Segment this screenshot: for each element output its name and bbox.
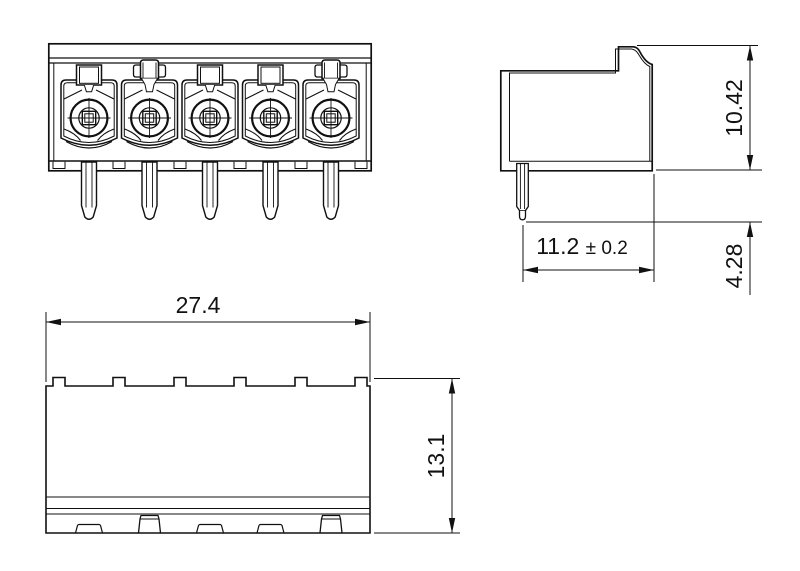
extension-lines	[45, 312, 371, 382]
dimension-pin-protrusion: 4.28	[526, 221, 762, 295]
arrowhead-left	[46, 318, 61, 326]
extension-lines	[522, 174, 655, 282]
bottom-inner-lines	[46, 496, 370, 515]
foot-small-1	[74, 523, 104, 534]
arrowhead-top	[448, 378, 456, 394]
wire-tab-4	[257, 64, 284, 93]
foot-small-2	[195, 523, 225, 534]
side-solder-pin	[516, 162, 529, 221]
wire-tab-2	[132, 59, 167, 93]
dimension-depth-label: 11.2 ± 0.2	[536, 233, 628, 259]
side-pin-inner-lines	[519, 163, 526, 209]
dimension-body-width: 27.4	[45, 292, 371, 382]
foot-tall-2	[319, 514, 343, 534]
dimension-body-height-label: 13.1	[423, 434, 449, 479]
bottom-view	[45, 376, 371, 534]
front-base-notches	[52, 161, 368, 169]
dimension-body-height: 13.1	[374, 378, 460, 534]
arrowhead-bottom	[448, 518, 456, 533]
foot-small-3	[256, 523, 285, 534]
arrowhead-bottom	[746, 155, 754, 170]
dimensions: 27.4 13.1 10.42 4.28	[45, 45, 762, 534]
dimension-depth-value: 11.2	[536, 233, 585, 259]
dimension-depth: 11.2 ± 0.2	[522, 174, 655, 282]
dimension-depth-tolerance: ± 0.2	[586, 238, 628, 259]
extension-lines	[637, 45, 762, 171]
wire-tab-5	[314, 59, 348, 93]
side-view	[499, 45, 654, 221]
solder-pin-1	[80, 161, 98, 220]
dimension-housing-height-label: 10.42	[721, 79, 747, 137]
solder-pin-5	[322, 161, 340, 220]
dimension-housing-height: 10.42	[637, 45, 762, 171]
bottom-body-outline	[45, 376, 371, 534]
wire-tab-3	[196, 64, 224, 93]
front-top-band-lines	[48, 57, 372, 64]
side-inner-lines	[509, 48, 653, 162]
dimension-pin-protrusion-label: 4.28	[721, 244, 747, 289]
solder-pin-3	[201, 161, 219, 220]
front-view	[47, 42, 373, 220]
arrowhead-left	[523, 266, 538, 274]
arrowhead-right	[355, 318, 370, 326]
solder-pin-2	[141, 161, 158, 220]
side-body-outline	[499, 45, 654, 172]
solder-pin-4	[262, 161, 279, 220]
arrowhead-right	[639, 266, 654, 274]
extension-lines	[374, 378, 460, 534]
arrowhead-up	[746, 222, 754, 237]
dimension-body-width-label: 27.4	[176, 292, 221, 318]
wire-tab-1	[75, 64, 103, 93]
arrowhead-top	[746, 45, 754, 61]
front-inner-walls	[53, 63, 367, 161]
foot-tall-1	[137, 514, 162, 534]
